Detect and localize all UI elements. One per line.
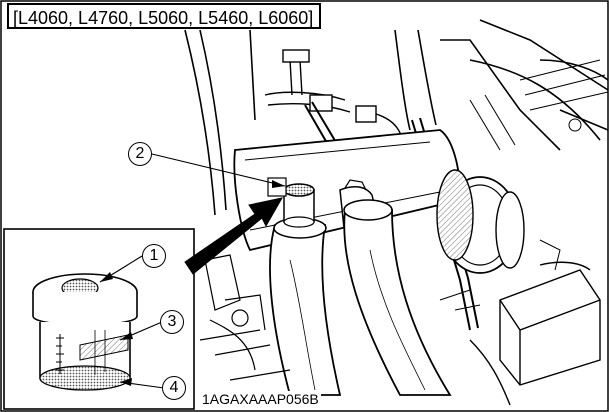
- callout-2: 2: [128, 142, 152, 166]
- callout-3: 3: [160, 310, 184, 334]
- detail-arrow: [184, 197, 283, 275]
- leader-arrowheads: [100, 180, 285, 386]
- right-side-box: [469, 261, 601, 406]
- hood-frame: [184, 19, 609, 216]
- wiring-harness: [264, 49, 406, 146]
- misc-parts: [439, 118, 582, 311]
- callout-4: 4: [162, 376, 186, 400]
- grille-ribs: [469, 59, 609, 151]
- model-applicability-header: [L4060, L4760, L5060, L5460, L6060]: [7, 3, 322, 29]
- indicator-scale: [56, 334, 64, 374]
- figure-code: 1AGAXAAAP056B: [200, 391, 321, 407]
- dust-indicator-mounted: [267, 177, 315, 228]
- lower-engine-parts: [199, 254, 291, 381]
- intake-hoses: [269, 199, 452, 396]
- callout-1: 1: [142, 244, 166, 268]
